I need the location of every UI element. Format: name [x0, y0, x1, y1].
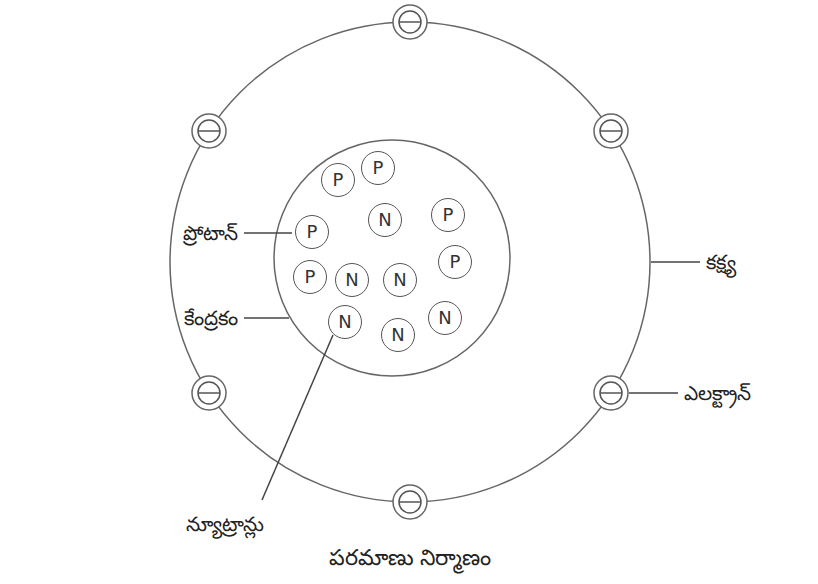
electron-symbol [192, 114, 226, 148]
electron-outer [393, 485, 427, 519]
particle-letter: P [307, 223, 318, 241]
electron-outer [192, 376, 226, 410]
particle-circle: P [293, 260, 327, 294]
electron-symbol [393, 485, 427, 519]
electron-bar [600, 130, 622, 132]
electron-symbol [393, 5, 427, 39]
particle-circle: N [328, 305, 362, 339]
particle-circle: P [321, 163, 355, 197]
particle-circle: P [438, 245, 472, 279]
particle-circle: P [361, 151, 395, 185]
part-label: ఎలక్ట్రాన్ [684, 381, 751, 405]
electron-inner [399, 491, 421, 513]
particle-letter: N [438, 309, 451, 327]
electron-bar [198, 392, 220, 394]
leader-line [244, 317, 289, 319]
electron-bar [399, 21, 421, 23]
electron-inner [399, 11, 421, 33]
particle-letter: P [443, 206, 454, 224]
particle-letter: P [305, 268, 316, 286]
electron-inner [198, 120, 220, 142]
electron-inner [600, 382, 622, 404]
particle-circle: P [431, 198, 465, 232]
leader-lines [244, 233, 700, 500]
particle-letter: N [393, 271, 406, 289]
leader-line [651, 261, 700, 263]
particle-circle: N [368, 203, 402, 237]
particle-circle: N [335, 263, 369, 297]
part-label: ప్రోటాన్ [183, 221, 238, 245]
electron-symbol [594, 114, 628, 148]
electron-inner [600, 120, 622, 142]
leader-line [262, 335, 333, 500]
electron-symbol [192, 376, 226, 410]
electron-bar [198, 130, 220, 132]
particle-letter: P [373, 159, 384, 177]
part-label: కక్ష్య [706, 250, 736, 274]
figure-caption: పరమాణు నిర్మాణం [329, 545, 492, 571]
electron-outer [393, 5, 427, 39]
electrons [192, 5, 628, 519]
particle-letter: N [391, 326, 404, 344]
nucleus [274, 140, 510, 376]
particle-letter: N [378, 211, 391, 229]
electron-outer [594, 114, 628, 148]
particle-circle: N [383, 263, 417, 297]
leader-line [244, 232, 292, 234]
electron-bar [399, 501, 421, 503]
particle-letter: P [333, 171, 344, 189]
particle-circle: N [428, 301, 462, 335]
electron-inner [198, 382, 220, 404]
part-label: కేంద్రకం [184, 306, 238, 330]
particle-letter: N [345, 271, 358, 289]
orbit [170, 22, 650, 502]
particle-letter: N [338, 313, 351, 331]
particle-circle: N [381, 318, 415, 352]
part-label: న్యూట్రాన్లు [186, 512, 264, 536]
leader-line [629, 392, 678, 394]
electron-symbol [594, 376, 628, 410]
particle-circle: P [295, 215, 329, 249]
electron-outer [594, 376, 628, 410]
electron-outer [192, 114, 226, 148]
particle-letter: P [450, 253, 461, 271]
electron-bar [600, 392, 622, 394]
